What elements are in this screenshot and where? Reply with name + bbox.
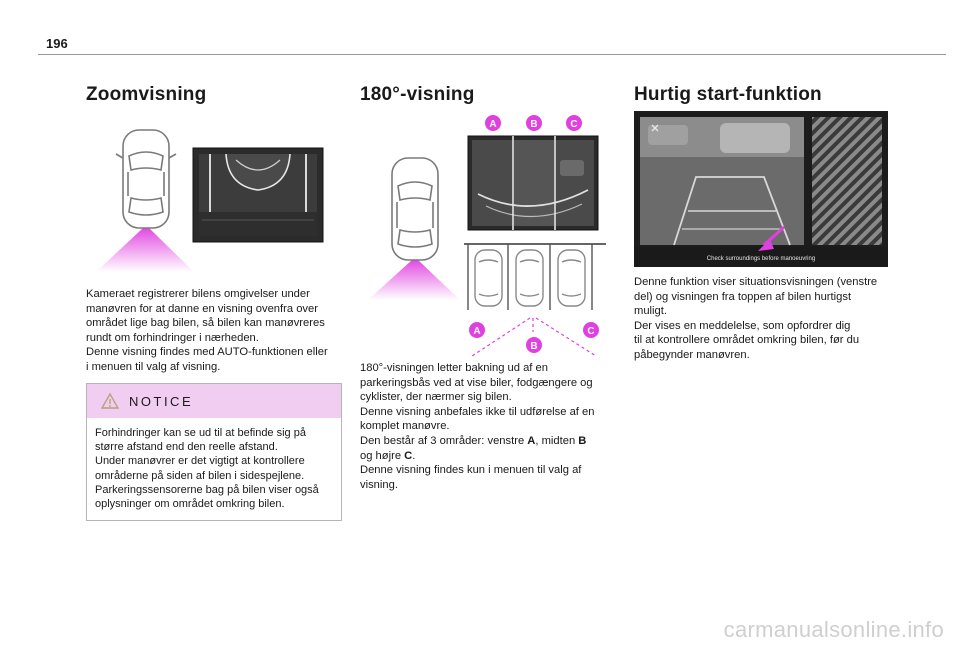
notice-line: Parkeringssensorerne bag på bilen viser … bbox=[95, 483, 319, 496]
section-zoom: Zoomvisning bbox=[86, 84, 342, 106]
notice-box: NOTICE Forhindringer kan se ud til at be… bbox=[86, 383, 342, 521]
view180-illustration: A B C A B C bbox=[368, 115, 606, 357]
notice-line: oplysninger om området omkring bilen. bbox=[95, 498, 285, 511]
label-b-text: B bbox=[530, 119, 537, 130]
zoom-line: Kameraet registrerer bilens omgivelser u… bbox=[86, 288, 310, 300]
view180-line: komplet manøvre. bbox=[360, 420, 450, 433]
quickstart-line: påbegynder manøvren. bbox=[634, 348, 750, 361]
label-c-bottom: C bbox=[583, 322, 599, 338]
zoom-line: i menuen til valg af visning. bbox=[86, 360, 221, 373]
view180-areas-line: Den består af 3 områder: venstre A, midt… bbox=[360, 434, 616, 449]
notice-line: større afstand end den reelle afstand. bbox=[95, 441, 278, 454]
warning-triangle-icon bbox=[101, 393, 119, 409]
label-b-text: B bbox=[530, 341, 537, 352]
quickstart-line: til at kontrollere området omkring bilen… bbox=[634, 334, 860, 347]
label-c-text: C bbox=[587, 326, 594, 337]
section-180: 180°-visning bbox=[360, 84, 612, 106]
zoom-line: området lige bag bilen, så bilen kan man… bbox=[86, 317, 325, 330]
page-number: 196 bbox=[46, 36, 68, 51]
view180-camera-image bbox=[467, 135, 599, 231]
zoom-line: Denne visning findes med AUTO-funktionen… bbox=[86, 346, 328, 359]
car-top-view-icon bbox=[115, 129, 177, 229]
quickstart-title: Hurtig start-funktion bbox=[634, 84, 822, 105]
section-quickstart: Hurtig start-funktion bbox=[634, 84, 890, 106]
quickstart-body: Denne funktion viser situationsvisningen… bbox=[634, 275, 894, 363]
areas-mid: , midten bbox=[535, 434, 579, 447]
notice-line: Under manøvrer er det vigtigt at kontrol… bbox=[95, 455, 305, 468]
top-view-hatched bbox=[812, 117, 882, 245]
camera-beam bbox=[368, 260, 460, 300]
view180-line: parkeringsbås ved at vise biler, fodgæng… bbox=[360, 376, 593, 389]
car-top-view-icon bbox=[391, 157, 439, 261]
view180-line: Denne visning anbefales ikke til udførel… bbox=[360, 405, 595, 418]
label-c-text: C bbox=[570, 119, 577, 130]
screen-message: Check surroundings before manoeuvring bbox=[707, 256, 815, 262]
quickstart-line: Denne funktion viser situationsvisningen… bbox=[634, 276, 878, 288]
notice-title: NOTICE bbox=[129, 393, 194, 409]
parking-diagram bbox=[464, 243, 606, 310]
notice-line: Forhindringer kan se ud til at befinde s… bbox=[95, 427, 306, 439]
view180-title: 180°-visning bbox=[360, 84, 475, 105]
view180-line: visning. bbox=[360, 478, 398, 491]
areas-end: . bbox=[412, 449, 416, 462]
quickstart-line: del) og visningen fra toppen af bilen hu… bbox=[634, 290, 852, 303]
top-rule bbox=[38, 54, 946, 55]
quickstart-screen: Check surroundings before manoeuvring bbox=[634, 111, 888, 267]
label-b-top: B bbox=[526, 115, 542, 131]
watermark: carmanualsonline.info bbox=[723, 617, 944, 642]
areas-b: B bbox=[578, 434, 587, 447]
notice-line: områderne på siden af bilen i sidespejle… bbox=[95, 469, 305, 482]
label-a-text: A bbox=[489, 119, 496, 130]
zoom-camera-image bbox=[192, 147, 324, 243]
label-a-bottom: A bbox=[469, 322, 485, 338]
notice-body: Forhindringer kan se ud til at befinde s… bbox=[87, 418, 341, 511]
view180-areas-line2: og højre C. bbox=[360, 449, 616, 464]
label-c-top: C bbox=[566, 115, 582, 131]
zoom-title: Zoomvisning bbox=[86, 84, 207, 105]
pointer-arrow-icon bbox=[758, 225, 786, 251]
view180-line: Denne visning findes kun i menuen til va… bbox=[360, 464, 582, 477]
label-b-bottom: B bbox=[526, 337, 542, 353]
zoom-line: rundt om forhindringer i nærheden. bbox=[86, 331, 259, 344]
zoom-illustration bbox=[96, 129, 324, 272]
quickstart-line: Der vises en meddelelse, som opfordrer d… bbox=[634, 319, 851, 332]
quickstart-line: muligt. bbox=[634, 305, 667, 318]
view180-line: cyklister, der nærmer sig bilen. bbox=[360, 391, 512, 404]
areas-line2-prefix: og højre bbox=[360, 449, 405, 462]
areas-a: A bbox=[527, 434, 536, 447]
view180-body: 180°-visningen letter bakning ud af en p… bbox=[360, 361, 616, 492]
rear-camera-view bbox=[640, 117, 804, 246]
label-a-top: A bbox=[485, 115, 501, 131]
areas-prefix: Den består af 3 områder: venstre bbox=[360, 434, 528, 447]
close-icon bbox=[651, 124, 659, 132]
view180-line: 180°-visningen letter bakning ud af en bbox=[360, 362, 548, 374]
camera-beam bbox=[96, 228, 194, 272]
zoom-body: Kameraet registrerer bilens omgivelser u… bbox=[86, 287, 346, 375]
sector-lines bbox=[471, 317, 597, 357]
notice-header: NOTICE bbox=[87, 384, 341, 418]
label-a-text: A bbox=[473, 326, 480, 337]
zoom-line: manøvren for at danne en visning ovenfra… bbox=[86, 302, 318, 315]
areas-c: C bbox=[404, 449, 413, 462]
